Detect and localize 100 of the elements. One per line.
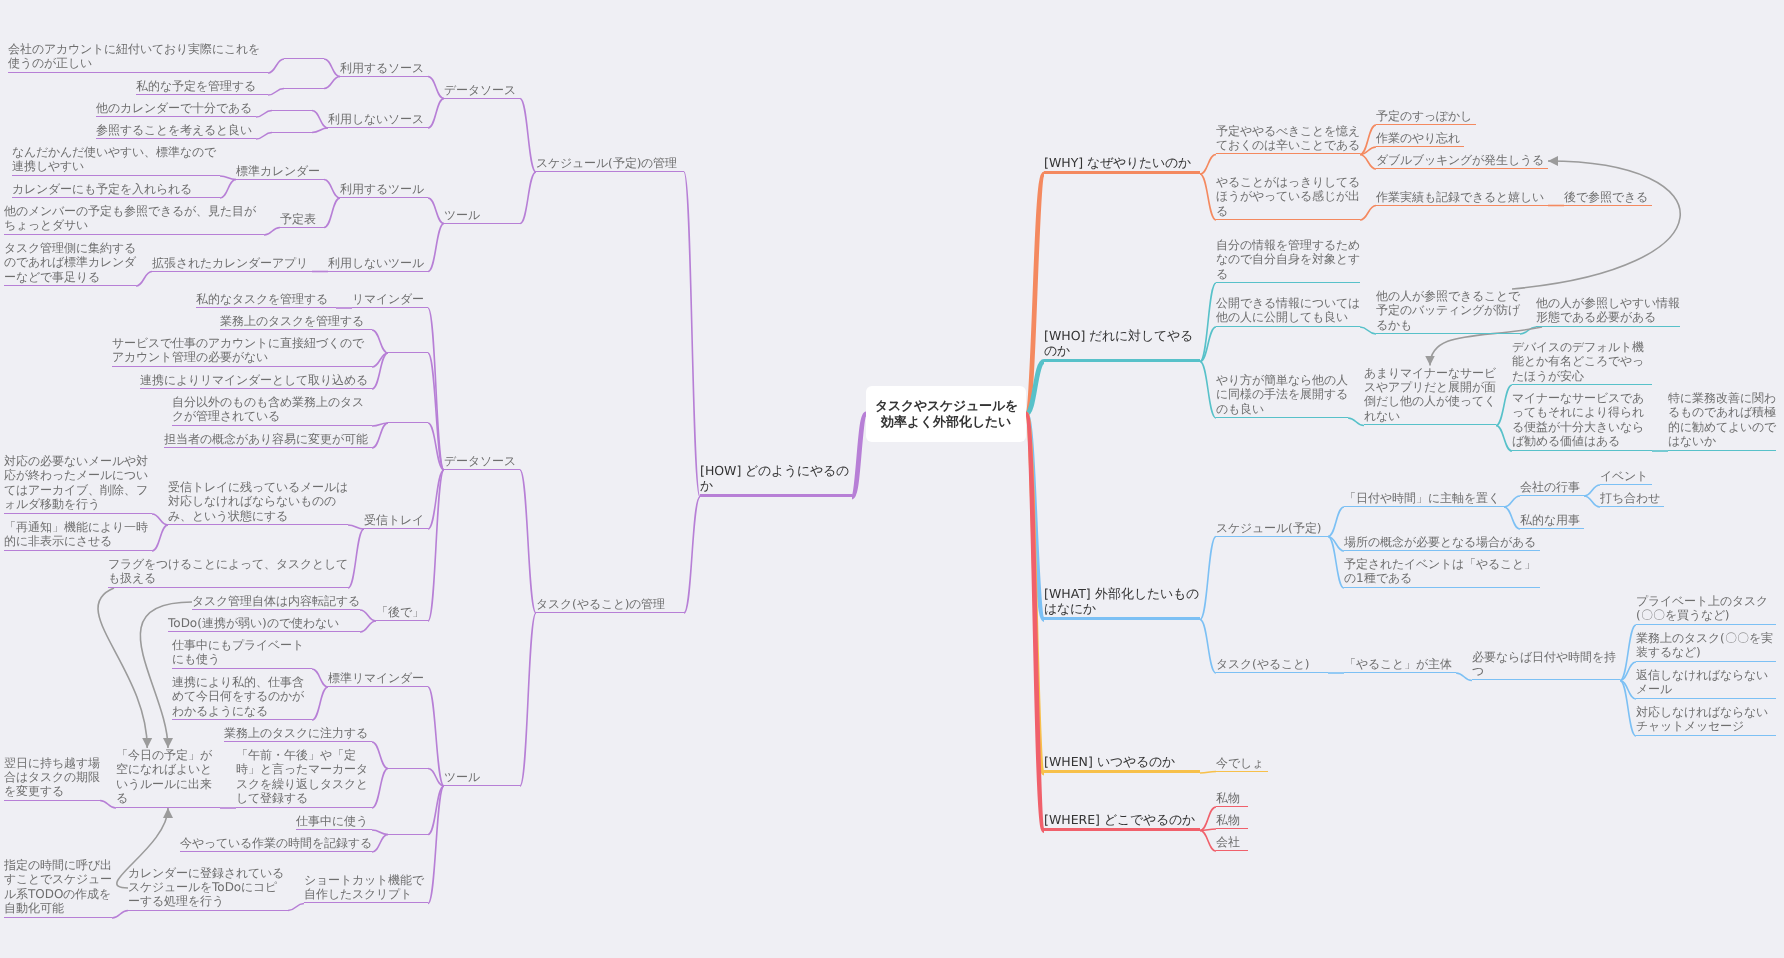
branch-line [323, 75, 341, 90]
branch-line [151, 524, 169, 552]
branch-line [323, 197, 341, 229]
branch-line [1619, 661, 1637, 682]
branch-line [371, 422, 389, 427]
branch-line [323, 58, 341, 78]
branch-line [311, 686, 329, 721]
branch-line [287, 902, 305, 912]
branch-line [371, 767, 389, 809]
branch-line [427, 352, 445, 471]
branch-line [427, 75, 445, 100]
branch-line [311, 668, 329, 688]
topic-line [272, 107, 312, 111]
branch-line [519, 612, 537, 787]
topic-line [388, 765, 428, 769]
arrow [139, 601, 193, 749]
branch-line [427, 197, 445, 225]
branch-line [255, 109, 273, 118]
branch-line [1503, 506, 1521, 530]
branch-line [267, 58, 285, 74]
branch-line [519, 97, 537, 173]
branch-line [1199, 770, 1217, 774]
branch-line [1199, 618, 1217, 674]
branch-line [1503, 495, 1521, 508]
arrow [1511, 156, 1681, 290]
branch-line [1023, 412, 1047, 621]
branch-line [371, 352, 389, 390]
branch-line [311, 270, 329, 273]
branch-line [519, 469, 537, 614]
branch-line [1024, 359, 1046, 417]
branch-line [1199, 829, 1217, 852]
branch-line [850, 412, 868, 499]
branch-line [1583, 484, 1601, 497]
branch-line [1359, 146, 1377, 156]
branch-line [371, 741, 389, 770]
branch-line [427, 469, 445, 530]
branch-line [1359, 204, 1377, 221]
branch-line [219, 178, 237, 199]
branch-line [1359, 153, 1377, 170]
branch-line [359, 620, 377, 633]
branch-line [371, 422, 389, 449]
branch-line [683, 496, 701, 614]
branch-line [371, 352, 389, 368]
topic-line [388, 350, 428, 353]
branch-line [1327, 535, 1345, 552]
branch-line [135, 270, 153, 287]
branch-line [1327, 506, 1345, 538]
branch-line [1199, 360, 1217, 419]
branch-line [1347, 417, 1365, 427]
branch-line [1023, 173, 1047, 415]
branch-line [111, 909, 129, 919]
branch-line [99, 799, 117, 809]
branch-line [359, 609, 377, 622]
branch-line [1547, 204, 1565, 207]
branch-line [1199, 282, 1217, 363]
branch-line [427, 469, 445, 622]
branch-line [427, 222, 445, 273]
branch-line [1651, 450, 1669, 452]
topic-line [272, 129, 312, 133]
branch-line [347, 528, 365, 589]
branch-line [1327, 535, 1345, 589]
branch-line [311, 127, 329, 134]
branch-line [1519, 326, 1537, 335]
branch-line [1199, 153, 1217, 175]
branch-line [219, 807, 237, 809]
branch-line [1199, 173, 1217, 221]
branch-line [347, 524, 365, 530]
branch-line [371, 329, 389, 354]
branch-line [311, 109, 329, 129]
branch-line [1619, 679, 1637, 700]
branch-line [371, 829, 389, 836]
branch-line [683, 171, 701, 498]
branch-line [427, 767, 445, 787]
branch-line [151, 513, 169, 526]
branch-line [1199, 535, 1217, 621]
arrow [1426, 326, 1543, 367]
branch-line [427, 785, 445, 905]
branch-line [427, 686, 445, 787]
arrow [97, 587, 152, 749]
topic-line [388, 831, 428, 835]
branch-line [1199, 806, 1217, 832]
branch-line [1583, 495, 1601, 508]
branch-line [1495, 384, 1513, 427]
branch-line [1327, 672, 1345, 674]
branch-line [427, 422, 445, 471]
branch-line [427, 307, 445, 471]
branch-line [1199, 828, 1217, 832]
topic-line [284, 56, 324, 59]
topic-line [388, 420, 428, 423]
branch-line [335, 307, 353, 309]
branch-line [1495, 424, 1513, 452]
branch-line [519, 171, 537, 225]
branch-line [323, 178, 341, 199]
branch-line [1199, 326, 1217, 363]
branch-line [427, 785, 445, 836]
branch-line [371, 833, 389, 853]
branch-line [255, 131, 273, 140]
branch-line [1619, 679, 1637, 737]
branch-line [1619, 624, 1637, 682]
branch-line [1359, 124, 1377, 156]
